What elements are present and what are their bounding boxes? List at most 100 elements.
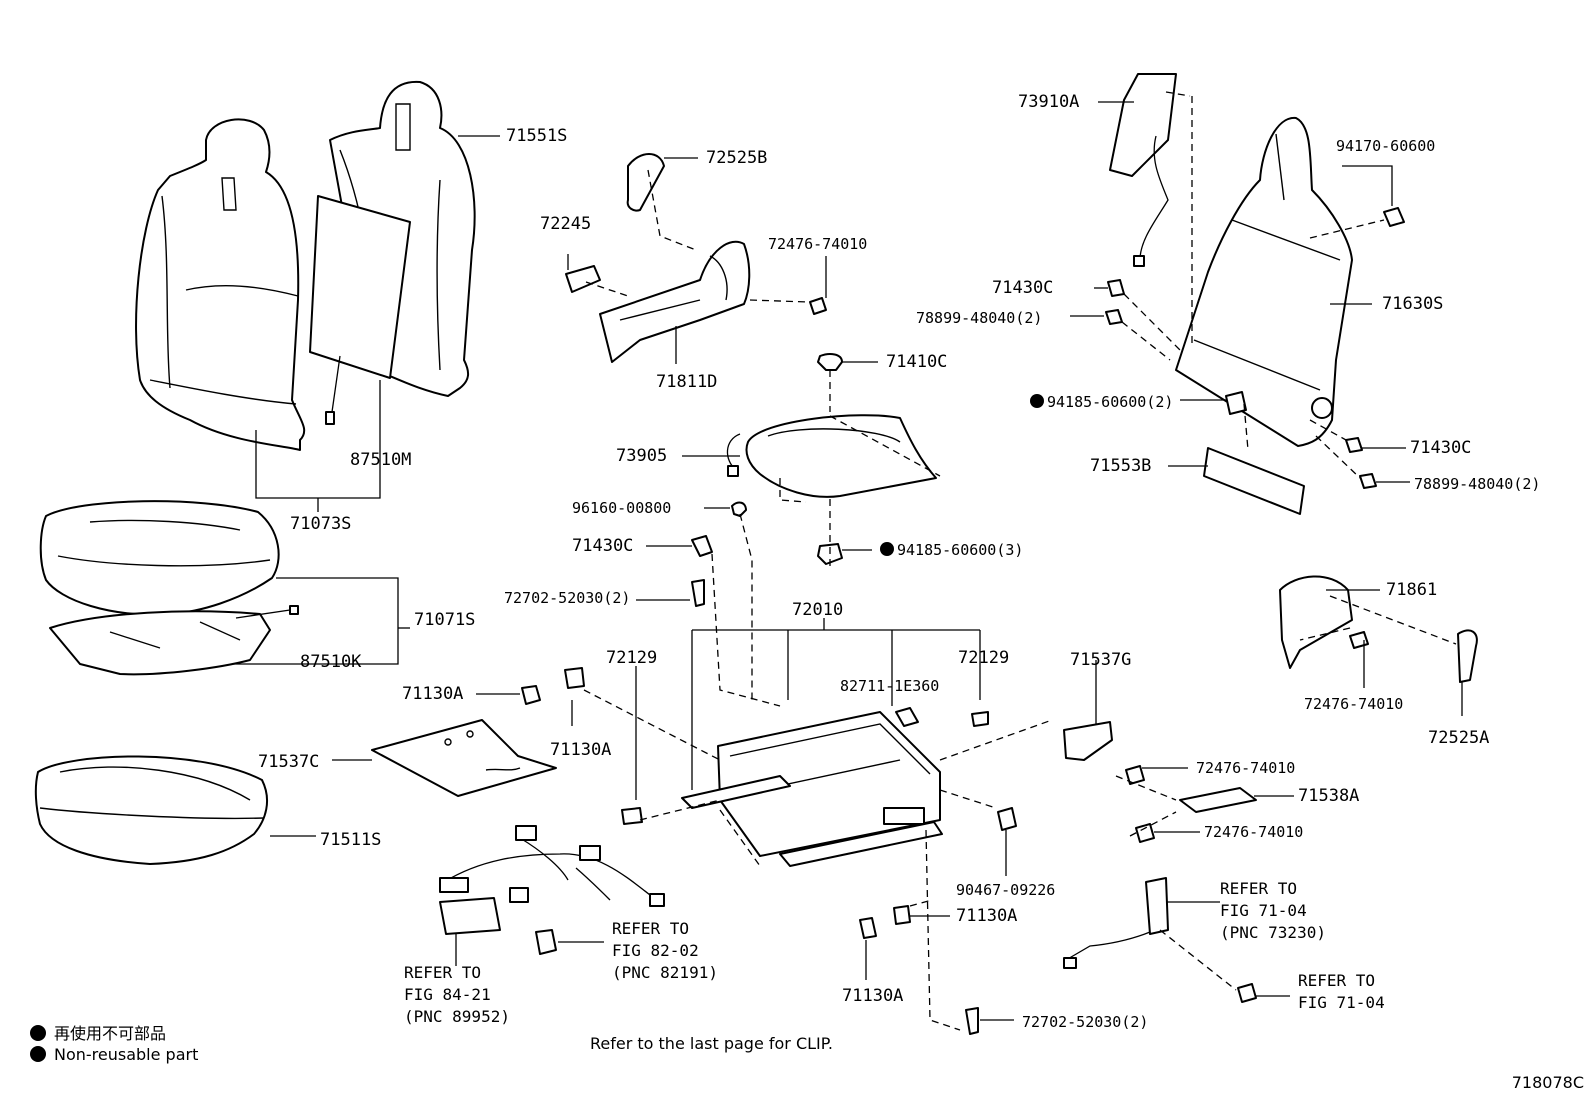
part-label-71553b[interactable]: 71553B (1090, 456, 1152, 476)
part-label-71130a-left[interactable]: 71130A (402, 684, 464, 704)
reference-line: REFER TO (1298, 971, 1376, 990)
cap-drawing (1383, 207, 1405, 227)
part-label-72129-left[interactable]: 72129 (606, 648, 658, 668)
reference-fig-71-04[interactable]: REFER TO FIG 71-04 (1298, 970, 1385, 1014)
part-label-72525a[interactable]: 72525A (1428, 728, 1490, 748)
nut-94185-2-drawing (1225, 391, 1247, 415)
legend-item-japanese: 再使用不可部品 (30, 1020, 166, 1044)
inner-cover-drawing (1279, 575, 1353, 669)
cushion-cover-drawing (34, 755, 269, 865)
part-label-71861[interactable]: 71861 (1386, 580, 1438, 600)
part-label-72010[interactable]: 72010 (792, 600, 844, 620)
part-label-text: 94185-60600(2) (1047, 393, 1174, 411)
part-label-94185-60600-3[interactable]: 94185-60600(3) (880, 540, 1023, 560)
reference-line: FIG 71-04 (1298, 993, 1385, 1012)
seat-adjuster-drawing (681, 711, 943, 867)
part-label-72525b[interactable]: 72525B (706, 148, 768, 168)
part-label-72245[interactable]: 72245 (540, 214, 592, 234)
clip-drawings (521, 667, 911, 939)
ring-clip-drawing (731, 501, 747, 517)
part-label-72476-74010-upper[interactable]: 72476-74010 (768, 235, 868, 253)
part-label-72702-52030-upper[interactable]: 72702-52030(2) (504, 589, 631, 607)
reference-fig-84-21[interactable]: REFER TO FIG 84-21 (PNC 89952) (404, 962, 510, 1028)
grommet-drawing (817, 353, 843, 371)
part-label-94170-60600[interactable]: 94170-60600 (1336, 137, 1436, 155)
reference-fig-82-02[interactable]: REFER TO FIG 82-02 (PNC 82191) (612, 918, 718, 984)
part-label-96160-00800[interactable]: 96160-00800 (572, 499, 672, 517)
part-label-73910a[interactable]: 73910A (1018, 92, 1080, 112)
shield-71537g-drawing (1063, 721, 1113, 761)
non-reusable-dot-icon (30, 1025, 46, 1041)
part-label-72129-right[interactable]: 72129 (958, 648, 1010, 668)
part-label-72476-74010-mid[interactable]: 72476-74010 (1196, 759, 1296, 777)
non-reusable-dot-icon (880, 542, 894, 556)
bolt-drawing (691, 579, 705, 607)
part-label-71537c[interactable]: 71537C (258, 752, 320, 772)
clip-71430c-upper-drawing (1107, 279, 1125, 297)
part-label-87510m[interactable]: 87510M (350, 450, 412, 470)
part-label-71538a[interactable]: 71538A (1298, 786, 1360, 806)
part-label-71410c[interactable]: 71410C (886, 352, 948, 372)
clip-90467-drawing (997, 807, 1017, 831)
part-label-71551s[interactable]: 71551S (506, 126, 568, 146)
reference-line: REFER TO (404, 963, 482, 982)
figure-id: 718078C (1511, 1073, 1584, 1092)
shield-71538a-drawing (1179, 787, 1257, 813)
part-label-71130a-center[interactable]: 71130A (550, 740, 612, 760)
wire-harness-drawing (439, 825, 665, 955)
reference-line: REFER TO (612, 919, 690, 938)
part-label-73905[interactable]: 73905 (616, 446, 668, 466)
reference-line: (PNC 82191) (612, 963, 718, 982)
part-label-71630s[interactable]: 71630S (1382, 294, 1444, 314)
part-label-71430c-left[interactable]: 71430C (572, 536, 634, 556)
part-label-71430c-right-lower[interactable]: 71430C (1410, 438, 1472, 458)
part-label-71430c-right-upper[interactable]: 71430C (992, 278, 1054, 298)
non-reusable-dot-icon (30, 1046, 46, 1062)
legend-text: 再使用不可部品 (54, 1024, 167, 1043)
part-label-72476-74010-lower[interactable]: 72476-74010 (1204, 823, 1304, 841)
leader-lines (232, 101, 1463, 1021)
seatback-frame-drawing (1175, 96, 1353, 447)
part-label-71537g[interactable]: 71537G (1070, 650, 1132, 670)
part-label-78899-48040-upper[interactable]: 78899-48040(2) (916, 309, 1043, 327)
clip-71430c-lower-drawing (1345, 437, 1363, 453)
reference-line: (PNC 89952) (404, 1007, 510, 1026)
part-label-71073s[interactable]: 71073S (290, 514, 352, 534)
part-label-71511s[interactable]: 71511S (320, 830, 382, 850)
part-label-82711-1e360[interactable]: 82711-1E360 (840, 677, 940, 695)
track-cover-drawing (971, 711, 989, 727)
part-label-71811d[interactable]: 71811D (656, 372, 718, 392)
part-label-87510k[interactable]: 87510K (300, 652, 362, 672)
cushion-pad-drawing (39, 500, 280, 616)
bolt-lower-drawing (965, 1007, 979, 1035)
seatbelt-buckle-drawing (1063, 877, 1169, 969)
cushion-heater-pad-drawing (726, 414, 941, 498)
reference-line: FIG 82-02 (612, 941, 699, 960)
part-label-71130a-bottom[interactable]: 71130A (842, 986, 904, 1006)
part-label-72702-52030-lower[interactable]: 72702-52030(2) (1022, 1013, 1149, 1031)
screw-78899-lower-drawing (1359, 473, 1377, 489)
legend-item-english: Non-reusable part (30, 1045, 198, 1064)
part-label-94185-60600-2[interactable]: 94185-60600(2) (1030, 392, 1173, 412)
cushion-heater-drawing (49, 605, 299, 676)
non-reusable-dot-icon (1030, 394, 1044, 408)
part-label-71130a-right[interactable]: 71130A (956, 906, 1018, 926)
recliner-cover-drawing (565, 153, 751, 363)
part-label-90467-09226[interactable]: 90467-09226 (956, 881, 1056, 899)
seat-cushion-shield-drawing (371, 719, 557, 797)
part-label-text: 94185-60600(3) (897, 541, 1024, 559)
screw-78899-upper-drawing (1105, 309, 1123, 325)
part-label-78899-48040-lower[interactable]: 78899-48040(2) (1414, 475, 1541, 493)
legend-text: Non-reusable part (54, 1045, 199, 1064)
reference-fig-71-04-buckle[interactable]: REFER TO FIG 71-04 (PNC 73230) (1220, 878, 1326, 944)
connector-drawing (895, 707, 919, 727)
part-label-71071s[interactable]: 71071S (414, 610, 476, 630)
side-airbag-drawing (1109, 73, 1177, 267)
reference-line: (PNC 73230) (1220, 923, 1326, 942)
seatback-cover-drawing (135, 118, 306, 451)
reference-line: FIG 84-21 (404, 985, 491, 1004)
trim-board-drawing (1203, 447, 1305, 515)
reference-line: FIG 71-04 (1220, 901, 1307, 920)
part-label-72476-74010-right[interactable]: 72476-74010 (1304, 695, 1404, 713)
